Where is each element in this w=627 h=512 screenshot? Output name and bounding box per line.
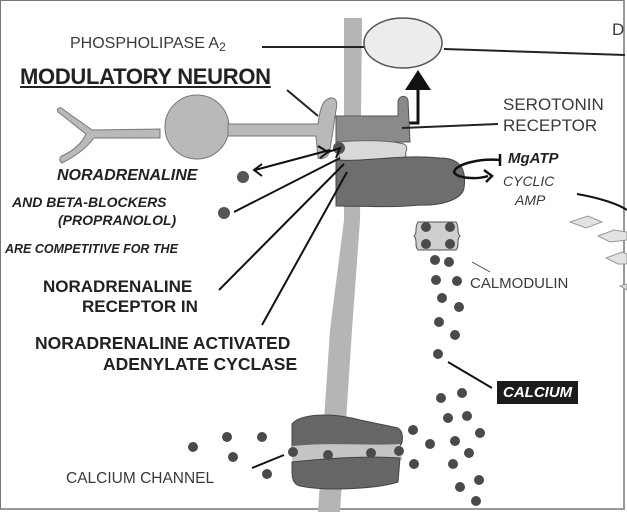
propranolol-label: (PROPRANOLOL): [58, 212, 177, 228]
calmodulin-pointer-line: [471, 261, 491, 273]
camp-arrow-head: [483, 169, 494, 183]
calcium-channel-label: CALCIUM CHANNEL: [66, 470, 215, 487]
calcium-channel-pointer: [251, 454, 285, 469]
phospholipase-label: PHOSPHOLIPASE A2: [70, 35, 226, 54]
serotonin-label-line1: SEROTONIN: [503, 95, 604, 114]
phospholipase-a2-enzyme: [363, 17, 443, 69]
mgatp-to-camp-arrow: [452, 158, 501, 180]
noradrenaline-arrow-head-left: [252, 163, 263, 177]
noradrenaline-dot: [237, 171, 249, 183]
calmodulin-label: CALMODULIN: [470, 275, 569, 292]
receptor-label-line2: RECEPTOR IN: [82, 297, 198, 316]
activation-arrow-head: [405, 70, 431, 90]
phospholipase-right-line: [443, 48, 626, 56]
serotonin-receptor: [335, 95, 411, 143]
competitive-label: ARE COMPETITIVE FOR THE: [5, 242, 178, 256]
serotonin-label-line2: RECEPTOR: [503, 116, 598, 135]
beta-blockers-label: AND BETA-BLOCKERS: [12, 194, 167, 210]
noradrenaline-label: NORADRENALINE: [57, 167, 198, 184]
modulatory-neuron: [57, 94, 338, 164]
calcium-channel-top: [291, 414, 403, 449]
calcium-label: CALCIUM: [497, 381, 579, 404]
amp-label: AMP: [515, 192, 546, 208]
cut-off-letter: D: [612, 20, 625, 39]
cyclic-label: CYCLIC: [503, 173, 555, 189]
calmodulin-calcium-dots: [421, 222, 455, 249]
receptor-label-line1: NORADRENALINE: [43, 277, 193, 296]
beta-blocker-dot: [218, 207, 230, 219]
calcium-ions: [188, 255, 485, 506]
diagram-title: MODULATORY NEURON: [20, 64, 271, 89]
pointer-lines: [218, 149, 348, 326]
adenylate-cyclase: [335, 156, 466, 208]
calcium-channel-bottom: [291, 456, 401, 490]
activated-label-line1: NORADRENALINE ACTIVATED: [35, 333, 291, 353]
channel-calcium-dots: [288, 446, 404, 460]
calcium-pointer-line: [447, 361, 493, 389]
mgatp-label: MgATP: [508, 150, 559, 167]
serotonin-pointer-line: [401, 123, 499, 129]
activated-label-line2: ADENYLATE CYCLASE: [103, 354, 298, 374]
vesicle-diamonds: [568, 215, 627, 291]
receptor-arrow-head: [327, 146, 342, 159]
neuron-title-pointer: [286, 89, 319, 117]
vesicle-outline: [576, 193, 627, 211]
